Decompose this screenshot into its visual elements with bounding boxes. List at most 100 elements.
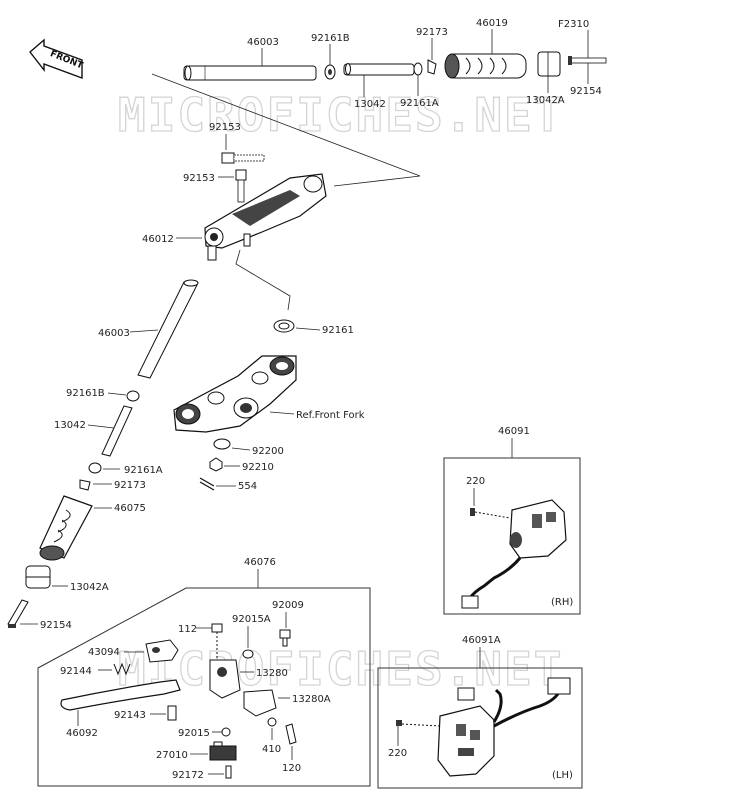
label-screw-92172: 92172	[172, 770, 204, 781]
label-holder-13280a: 13280A	[292, 694, 331, 705]
label-screw-rh: 220	[466, 476, 485, 487]
bolt-part	[568, 56, 607, 65]
left-handlebar-assembly: 46003 92161 Ref.Front Fork 92200 92210	[7, 279, 365, 631]
watermark-bottom: MICROFICHES.NET	[118, 642, 563, 696]
top-bridge-part	[173, 355, 297, 433]
label-collar-92015a: 92015A	[232, 614, 271, 625]
label-collar-92015: 92015	[178, 728, 210, 739]
switch-lh-part	[437, 705, 495, 777]
switch-lh-box: 46091A 220 (LH)	[377, 635, 583, 789]
label-switch-rh: 46091	[498, 426, 530, 437]
label-spacer: 92161	[322, 325, 354, 336]
lever-assy-box: 46076 112 92015A 92009 43094 92144	[37, 557, 371, 787]
label-grip-left: 46075	[114, 503, 146, 514]
label-washer-top: 92161A	[400, 98, 439, 109]
label-holder: 46012	[142, 234, 174, 245]
label-rh: (RH)	[551, 597, 573, 608]
label-bolt-left: 92154	[40, 620, 72, 631]
label-washer-200: 92200	[252, 446, 284, 457]
collar-left-part	[126, 390, 140, 402]
pin-part	[167, 705, 177, 721]
switch-27010-part	[209, 741, 237, 761]
label-pin: 92143	[114, 710, 146, 721]
front-arrow-icon: FRONT	[29, 38, 85, 80]
label-grip-top: 46019	[476, 18, 508, 29]
label-collar-top: 92161B	[311, 33, 350, 44]
clip-part	[427, 59, 437, 75]
label-washer-left: 92161A	[124, 465, 163, 476]
connector-rh	[461, 595, 479, 609]
watermark-top: MICROFICHES.NET	[118, 88, 563, 142]
screw-92172-part	[225, 765, 232, 779]
label-cotter: 554	[238, 481, 257, 492]
cable-rh	[468, 557, 522, 599]
label-nut: 92210	[242, 462, 274, 473]
switch-rh-part	[509, 499, 567, 559]
label-lever-assy: 46076	[244, 557, 276, 568]
washer-200-part	[213, 438, 231, 450]
cotter-pin-part	[199, 477, 215, 491]
label-washer-410: 410	[262, 744, 281, 755]
connector-lh-b	[547, 677, 571, 695]
handlebar-part	[183, 65, 317, 81]
collar-part	[324, 64, 336, 80]
label-holder-13280: 13280	[256, 668, 288, 679]
label-handlebar-top: 46003	[247, 37, 279, 48]
label-lh: (LH)	[552, 770, 573, 781]
label-switch-lh: 46091A	[462, 635, 501, 646]
label-clip-left: 92173	[114, 480, 146, 491]
pipe-part	[343, 63, 415, 76]
washer-410-part	[267, 717, 277, 727]
grip-part	[444, 53, 527, 79]
label-bolt-b: 92153	[183, 173, 215, 184]
label-weight-left: 13042A	[70, 582, 109, 593]
lever-part	[60, 679, 181, 711]
label-std-code: F2310	[558, 19, 589, 30]
label-pipe-top: 13042	[354, 99, 386, 110]
label-spring: 92144	[60, 666, 92, 677]
handlebar-left-part	[137, 279, 199, 379]
bolt-left-part	[7, 599, 29, 628]
pipe-left-part	[101, 405, 133, 457]
nut-part	[209, 457, 223, 472]
label-bolt-120: 120	[282, 763, 301, 774]
label-collar-left: 92161B	[66, 388, 105, 399]
label-bolt-top: 92154	[570, 86, 602, 97]
top-assembly: 46003 92161B 92173 46019 F2310 13042 921…	[151, 18, 607, 187]
label-switch-27010: 27010	[156, 750, 188, 761]
collar-92015a-part	[242, 649, 254, 659]
label-handlebar-left: 46003	[98, 328, 130, 339]
label-screw-lh: 220	[388, 748, 407, 759]
switch-rh-box: 46091 220 (RH)	[443, 426, 581, 615]
label-pipe-left: 13042	[54, 420, 86, 431]
holder-13280a-part	[243, 689, 277, 717]
bolt-120-part	[285, 723, 297, 745]
bolt-112-part	[211, 623, 223, 664]
cable-lh	[492, 688, 562, 728]
connector-lh-a	[457, 687, 475, 701]
label-ref-note: Ref.Front Fork	[296, 410, 365, 421]
clip-left-part	[79, 479, 91, 491]
washer-part	[413, 62, 423, 76]
holder-13280-part	[209, 659, 241, 699]
washer-left-part	[88, 462, 102, 474]
label-lever: 46092	[66, 728, 98, 739]
collar-92015-part	[221, 727, 231, 737]
bolt-b-part	[235, 169, 247, 203]
spring-part	[113, 662, 131, 676]
holder-part	[204, 173, 327, 261]
bracket-43094-part	[145, 639, 179, 663]
label-bolt-112: 112	[178, 624, 197, 635]
weight-part	[537, 51, 561, 77]
label-clip-top: 92173	[416, 27, 448, 38]
weight-left-part	[25, 565, 51, 589]
label-bolt-92009: 92009	[272, 600, 304, 611]
bolt-a-part	[221, 152, 265, 164]
label-bolt-a: 92153	[209, 122, 241, 133]
screw-lh-part	[396, 720, 441, 727]
screw-rh-part	[470, 508, 511, 519]
holder-assembly: 92153 92153 46012	[142, 122, 327, 311]
label-bracket-43094: 43094	[88, 647, 120, 658]
grip-left-part	[39, 495, 93, 561]
